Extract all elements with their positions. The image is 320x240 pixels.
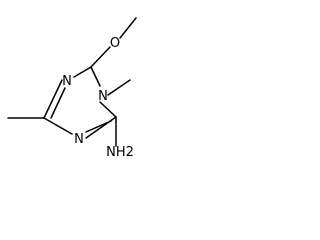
ring-nitrogen-bottom-label: N bbox=[74, 132, 84, 147]
molecule-canvas: O N N N NH2 bbox=[0, 0, 166, 187]
bond-n-methyl-to-c-amine bbox=[99, 101, 117, 118]
triazine-structure-diagram: O N N N NH2 bbox=[7, 17, 137, 160]
ring-nitrogen-methyl-label: N bbox=[98, 89, 108, 104]
bond-c-amine-to-n-bottom bbox=[85, 116, 117, 139]
bond-oxygen-to-methyl bbox=[119, 17, 137, 39]
bond-n-top-to-ch bbox=[73, 66, 92, 78]
amine-group-label: NH2 bbox=[106, 145, 134, 160]
bond-c-amine-to-n-bottom-double bbox=[85, 120, 112, 133]
bond-c-methyl-to-n-top bbox=[43, 79, 63, 119]
ring-nitrogen-top-label: N bbox=[62, 74, 72, 89]
oxygen-atom-label: O bbox=[110, 36, 120, 51]
bond-n-to-methyl bbox=[107, 79, 131, 96]
bond-ch-to-oxygen bbox=[90, 46, 111, 68]
bond-c-methyl-to-n-top-double bbox=[50, 87, 66, 119]
bond-n-bottom-to-c-methyl bbox=[43, 117, 73, 135]
bond-ch-to-n-methyl bbox=[90, 66, 101, 87]
